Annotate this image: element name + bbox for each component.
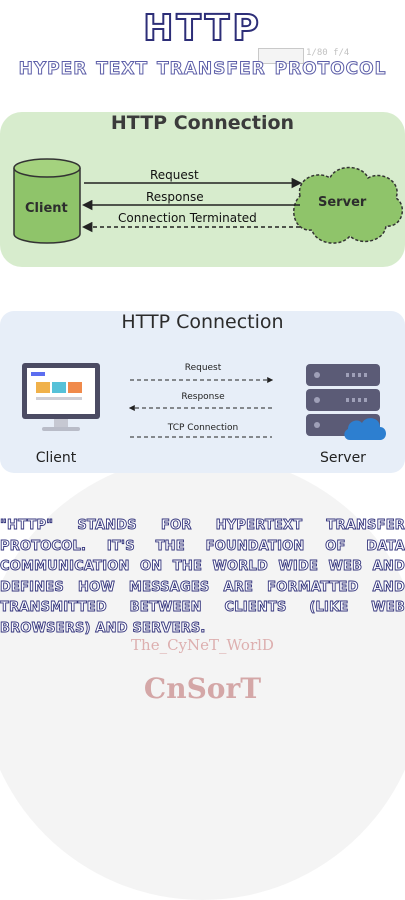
bottom-diagram-graphics xyxy=(22,363,386,440)
client-monitor-icon xyxy=(22,363,100,431)
server-cloud-icon xyxy=(293,166,404,244)
top-server-label: Server xyxy=(318,195,367,210)
description-paragraph: "HTTP" stands for HyperText Transfer Pro… xyxy=(0,518,405,636)
top-diagram-title: HTTP Connection xyxy=(110,112,295,134)
page-subtitle: HYPER TEXT TRANSFER PROTOCOL xyxy=(18,59,387,80)
bottom-diagram-title: HTTP Connection xyxy=(121,311,284,333)
client-database-icon xyxy=(13,158,81,244)
top-diagram-graphics xyxy=(13,158,404,244)
top-client-label: Client xyxy=(25,201,68,216)
top-response-label: Response xyxy=(146,190,204,204)
top-terminated-label: Connection Terminated xyxy=(118,211,257,225)
bottom-client-label: Client xyxy=(35,450,77,466)
camera-stamp-text: 1/80 f/4 xyxy=(306,48,350,58)
cloud-icon xyxy=(344,418,386,440)
page-title: HTTP xyxy=(142,7,262,50)
bottom-request-label: Request xyxy=(184,363,222,373)
top-request-label: Request xyxy=(150,168,199,182)
camera-stamp-box xyxy=(258,48,304,64)
watermark-brand-text: CnSorT xyxy=(143,672,262,705)
bottom-tcp-label: TCP Connection xyxy=(167,423,239,433)
bottom-server-label: Server xyxy=(320,450,366,466)
watermark-site-text: The_CyNeT_WorlD xyxy=(131,636,274,654)
bottom-response-label: Response xyxy=(181,392,225,402)
